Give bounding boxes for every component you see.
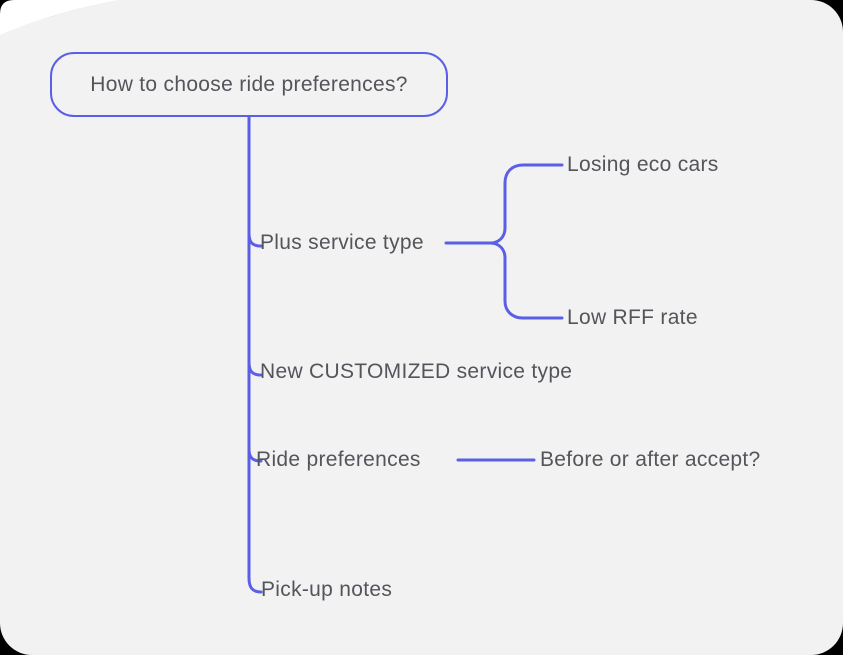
root-node[interactable]: How to choose ride preferences? [50,52,448,117]
background-white-corner [0,0,120,36]
node-pickup-notes[interactable]: Pick-up notes [261,578,393,601]
root-node-label: How to choose ride preferences? [90,72,408,96]
node-before-or-after-accept[interactable]: Before or after accept? [540,448,761,471]
node-new-customized-service-type[interactable]: New CUSTOMIZED service type [260,360,573,383]
node-losing-eco-cars[interactable]: Losing eco cars [567,153,719,176]
node-low-rff-rate[interactable]: Low RFF rate [567,306,698,329]
node-plus-service-type[interactable]: Plus service type [260,231,424,254]
node-ride-preferences[interactable]: Ride preferences [256,448,421,471]
